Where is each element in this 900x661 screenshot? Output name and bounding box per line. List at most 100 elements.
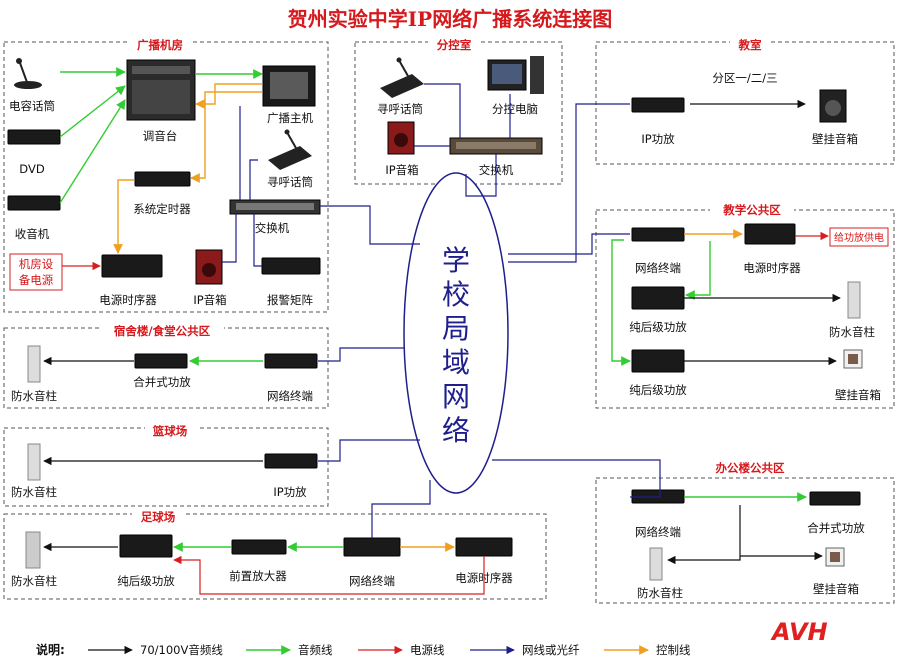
ip-amp-class-icon (631, 97, 685, 113)
legend-label-70v: 70/100V音频线 (140, 643, 223, 657)
room-power-label-1: 机房设 (19, 257, 54, 271)
room-power-box (9, 253, 63, 291)
capacitor-mic-label: 电容话筒 (9, 99, 55, 113)
preamp-fb-icon (231, 539, 287, 555)
wall-speaker-office-icon (825, 547, 845, 567)
power-seq-teach-icon (744, 223, 796, 245)
wall-speaker-teach-label: 壁挂音箱 (835, 388, 881, 402)
wall-speaker-office-label: 壁挂音箱 (813, 582, 859, 596)
net-terminal-teach-label: 网络终端 (635, 261, 681, 275)
net-terminal-dorm-icon (264, 353, 318, 369)
section-title-broadcast-room: 广播机房 (137, 38, 183, 52)
section-title-teaching-area: 教学公共区 (722, 203, 781, 217)
link-ipspk-switch (222, 214, 237, 263)
combined-amp-dorm-icon (134, 353, 188, 369)
mixer-label: 调音台 (143, 129, 178, 143)
capacitor-mic-icon (14, 58, 42, 89)
net-dorm-lan (318, 347, 405, 362)
amp-power-box (829, 227, 889, 247)
paging-mic-room-icon (268, 129, 312, 170)
room-power-label-2: 备电源 (19, 273, 54, 287)
net-class-lan (508, 103, 630, 263)
post-amp-1-label: 纯后级功放 (629, 320, 687, 334)
legend-label-power: 电源线 (410, 643, 445, 657)
switch-sub-icon (449, 137, 543, 155)
ip-speaker-room-icon (195, 249, 223, 285)
lan-char-1: 学 (442, 244, 470, 277)
power-seq-teach-label: 电源时序器 (743, 261, 801, 275)
link-host-timer (190, 91, 262, 183)
office-box (595, 477, 895, 604)
sub-control-box (354, 41, 563, 185)
lan-char-3: 局 (442, 312, 470, 345)
post-amp-2-label: 纯后级功放 (629, 383, 687, 397)
net-room-lan (320, 205, 420, 245)
waterproof-teach-icon (847, 281, 861, 319)
sub-pc-icon (487, 56, 544, 94)
lan-char-2: 校 (442, 278, 470, 311)
wall-speaker-class-label: 壁挂音箱 (812, 132, 858, 146)
broadcast-host-icon (262, 65, 316, 107)
broadcast-host-label: 广播主机 (267, 111, 313, 125)
link-dvd-mixer (59, 85, 126, 138)
legend-label-audio: 音频线 (298, 643, 333, 657)
waterproof-fb-icon (25, 531, 41, 569)
legend-label-control: 控制线 (656, 643, 691, 657)
system-timer-icon (134, 171, 191, 187)
post-amp-fb-icon (119, 534, 173, 558)
section-title-classroom: 教室 (738, 38, 762, 52)
link-teach-term-amp2 (611, 239, 631, 366)
paging-mic-sub-icon (380, 57, 424, 98)
combined-amp-office-icon (809, 491, 861, 506)
waterproof-teach-label: 防水音柱 (829, 325, 875, 339)
wall-speaker-class-icon (819, 89, 847, 123)
power-sequencer-room-icon (101, 254, 163, 278)
combined-amp-office-label: 合并式功放 (807, 521, 865, 535)
legend-heading: 说明: (36, 642, 65, 657)
section-title-basketball: 篮球场 (152, 424, 188, 438)
ip-amp-class-label: IP功放 (641, 132, 675, 146)
net-terminal-dorm-label: 网络终端 (267, 389, 313, 403)
section-title-dorm: 宿舍楼/食堂公共区 (114, 324, 211, 338)
switch-room-label: 交换机 (255, 221, 290, 235)
post-amp-fb-label: 纯后级功放 (117, 574, 175, 588)
lan-char-6: 络 (442, 414, 470, 447)
section-title-office: 办公楼公共区 (716, 461, 785, 475)
wall-speaker-teach-icon (843, 349, 863, 369)
ip-speaker-sub-icon (387, 121, 415, 155)
dvd-icon (7, 129, 61, 145)
waterproof-dorm-label: 防水音柱 (11, 389, 57, 403)
section-title-sub-control: 分控室 (437, 38, 472, 52)
link-radio-mixer (59, 99, 126, 204)
avh-logo: AVH (770, 618, 828, 646)
link-alarm-switch (253, 214, 262, 267)
switch-room-icon (229, 199, 321, 215)
link-office-amp-col (667, 505, 741, 565)
waterproof-office-icon (649, 547, 663, 581)
combined-amp-dorm-label: 合并式功放 (133, 375, 191, 389)
ip-speaker-room-label: IP音箱 (193, 293, 226, 307)
paging-mic-sub-label: 寻呼话筒 (377, 102, 423, 116)
net-terminal-fb-icon (343, 537, 401, 557)
power-seq-fb-icon (455, 537, 513, 557)
lan-char-4: 域 (442, 346, 470, 379)
lan-char-5: 网 (442, 380, 470, 413)
paging-mic-room-label: 寻呼话筒 (267, 175, 313, 189)
waterproof-bball-label: 防水音柱 (11, 485, 57, 499)
net-fb-lan (371, 480, 431, 538)
post-amp-2-icon (631, 349, 685, 373)
alarm-matrix-label: 报警矩阵 (267, 293, 313, 307)
section-title-football: 足球场 (141, 510, 176, 524)
net-office-lan (492, 459, 661, 498)
mixer-icon (126, 59, 196, 121)
dvd-label: DVD (19, 162, 45, 176)
football-box (3, 513, 547, 600)
system-timer-label: 系统定时器 (133, 202, 191, 216)
school-lan-ellipse (403, 172, 509, 494)
legend-label-network: 网线或光纤 (522, 643, 580, 657)
radio-label: 收音机 (15, 227, 50, 241)
link-submic-switch (424, 83, 461, 138)
ip-amp-bball-label: IP功放 (273, 485, 307, 499)
preamp-fb-label: 前置放大器 (229, 569, 287, 583)
